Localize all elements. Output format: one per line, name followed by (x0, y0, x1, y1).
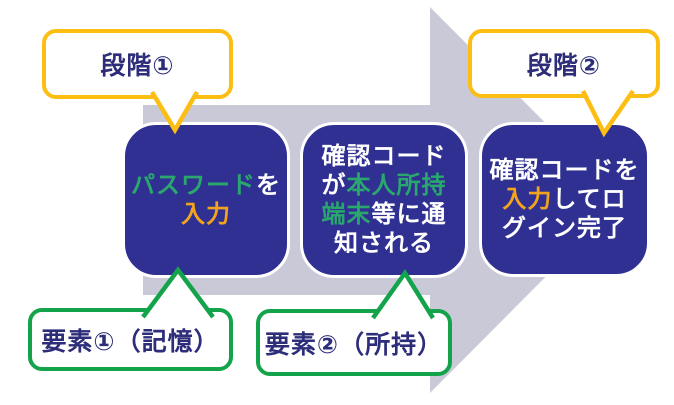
step-box-text-line: が本人所持 (321, 172, 447, 199)
step-box-code-entry-login: 確認コードを入力してログイン完了 (479, 122, 650, 277)
step-box-password-entry: パスワードを入力 (122, 122, 290, 278)
callout-stage-2-label: 段階② (526, 51, 602, 80)
callout-stage-2: 段階② (468, 29, 660, 98)
step-box-text-line: 入力 (181, 201, 231, 228)
step-box-text-line: 入力してロ (502, 186, 627, 213)
step-box-text-line: 端末等に通 (321, 201, 447, 228)
callout-factor-1-label: 要素①（記憶） (41, 327, 220, 356)
callout-stage-1-label: 段階① (100, 52, 175, 80)
callout-factor-2-possession: 要素②（所持） (256, 309, 452, 376)
step-box-text-line: 確認コード (321, 143, 447, 170)
step-box-text-line: グイン完了 (502, 215, 627, 242)
step-box-text-line: パスワードを (131, 172, 281, 199)
step-box-text-line: 知される (334, 230, 434, 257)
callout-stage-1: 段階① (42, 29, 233, 99)
callout-factor-1-memory: 要素①（記憶） (28, 308, 233, 371)
step-box-code-notification: 確認コードが本人所持端末等に通知される (300, 122, 468, 278)
callout-factor-2-label: 要素②（所持） (264, 330, 444, 359)
step-box-text-line: 確認コードを (489, 157, 640, 184)
